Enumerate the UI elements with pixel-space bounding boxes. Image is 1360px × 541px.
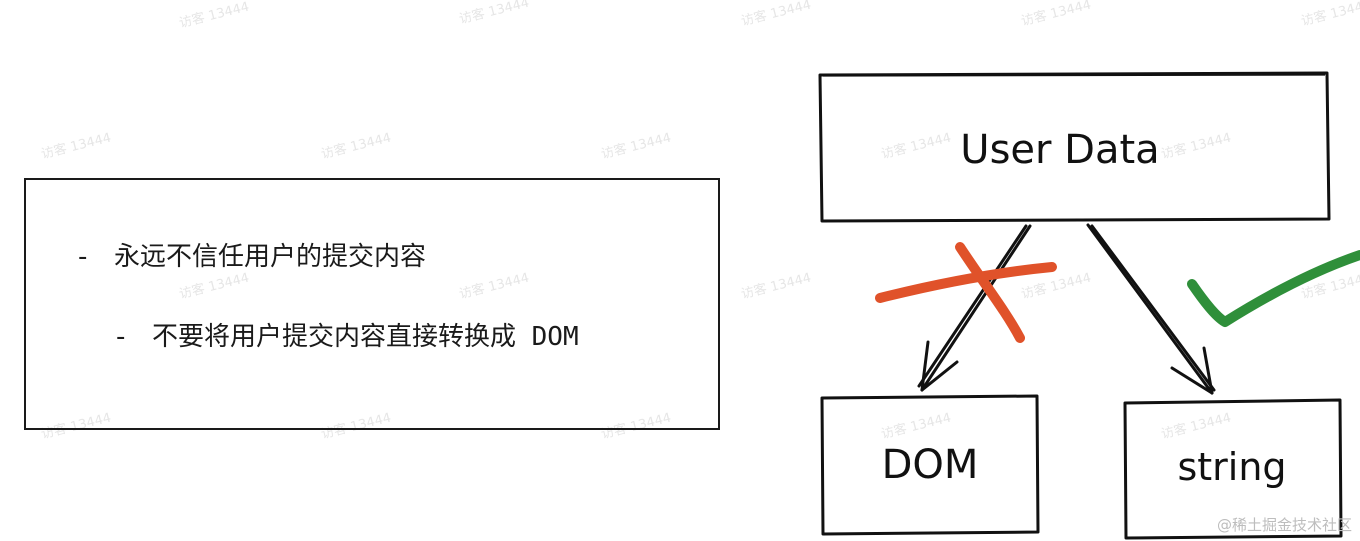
source-credit: @稀土掘金技术社区 <box>1216 516 1352 534</box>
bullet-text: 永远不信任用户的提交内容 <box>114 242 427 272</box>
dom-label: DOM <box>882 442 979 488</box>
bullet-never-trust-user-input: -永远不信任用户的提交内容 <box>78 236 426 273</box>
user-data-node: User Data <box>818 71 1331 223</box>
string-label: string <box>1177 445 1286 489</box>
bullet-marker: - <box>116 322 126 352</box>
arrow-to-string <box>1086 223 1216 395</box>
bullet-marker: - <box>78 242 88 272</box>
bullet-no-direct-dom-conversion: -不要将用户提交内容直接转换成 DOM <box>116 316 579 353</box>
notes-box: -永远不信任用户的提交内容 -不要将用户提交内容直接转换成 DOM <box>24 178 720 430</box>
arrow-to-dom <box>917 224 1032 392</box>
reject-stroke <box>875 262 1057 303</box>
user-data-label: User Data <box>960 127 1159 173</box>
accept-check-icon <box>1187 250 1360 327</box>
dom-node: DOM <box>820 394 1040 536</box>
bullet-text: 不要将用户提交内容直接转换成 DOM <box>152 322 579 352</box>
accept-stroke <box>1187 250 1360 327</box>
string-node: string <box>1123 398 1343 540</box>
reject-cross-icon <box>875 242 1057 343</box>
reject-stroke <box>955 242 1025 343</box>
